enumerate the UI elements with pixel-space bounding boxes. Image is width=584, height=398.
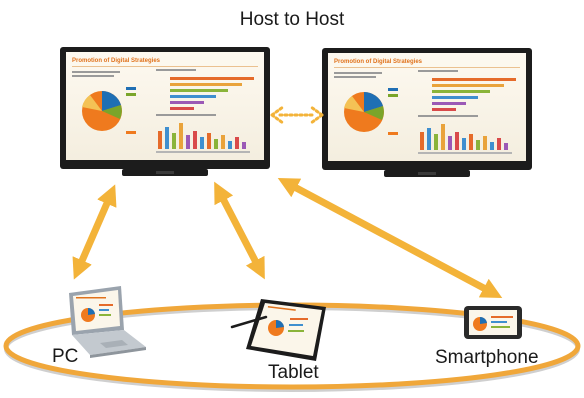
host-display-left xyxy=(60,47,270,176)
tablet-label: Tablet xyxy=(268,362,319,383)
laptop-icon xyxy=(69,286,146,358)
pc-link-arrow xyxy=(72,184,117,280)
smartphone-link-arrow xyxy=(277,178,503,298)
host-display-right xyxy=(322,48,532,177)
pc-label: PC xyxy=(52,346,79,367)
smartphone-label: Smartphone xyxy=(435,347,539,368)
stylus-icon xyxy=(230,315,268,329)
host-to-host-link xyxy=(270,105,324,125)
tablet-link-arrow xyxy=(214,181,265,280)
smartphone-icon xyxy=(464,306,522,339)
diagram-title: Host to Host xyxy=(239,9,345,30)
tablet-icon xyxy=(230,299,326,361)
